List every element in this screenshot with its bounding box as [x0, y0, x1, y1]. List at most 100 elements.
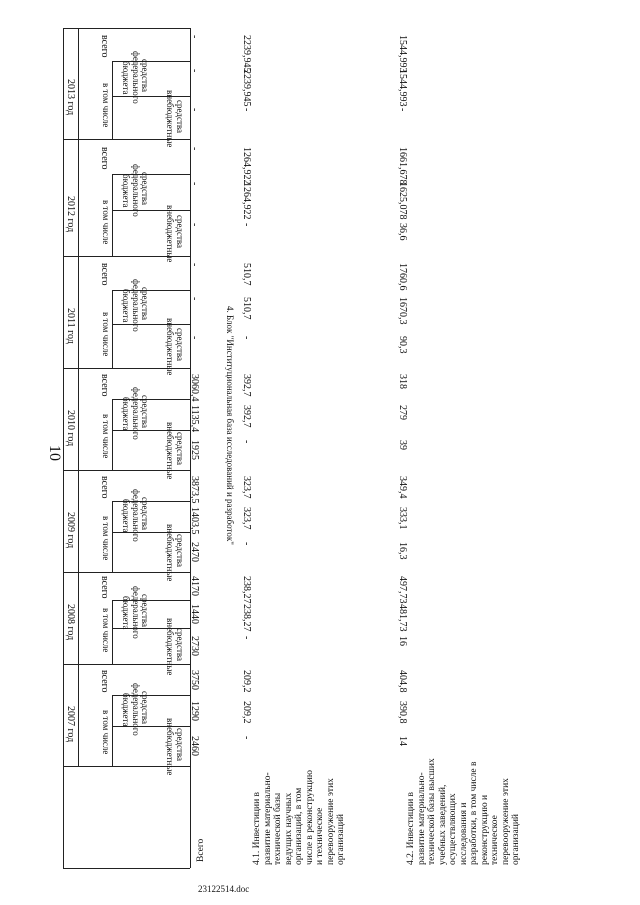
subheader-total: всего — [99, 34, 110, 58]
table-cell: 2239,945 — [241, 34, 252, 73]
table-cell: - — [189, 68, 200, 72]
table-cell: - — [189, 146, 200, 150]
table-cell: 390,8 — [397, 700, 408, 724]
table-cell: 2239,945 — [241, 68, 252, 107]
table-cell: - — [189, 223, 200, 227]
subheader-total: всего — [99, 669, 110, 693]
subheader-in-that: в том числе — [101, 83, 111, 128]
table-cell: 3873,5 — [189, 475, 200, 504]
column-separator — [112, 726, 190, 727]
year-separator — [63, 470, 190, 471]
column-separator — [112, 324, 190, 325]
table-cell: 2470 — [189, 542, 200, 562]
subheader-rule — [112, 501, 113, 572]
subheader-federal-line: федерального — [131, 50, 141, 104]
table-cell: 14 — [397, 736, 408, 746]
year-header: 2011 год — [65, 308, 76, 344]
table-cell: 497,73 — [397, 576, 408, 604]
table-cell: 392,7 — [241, 373, 252, 397]
subheader-federal-line: бюджета — [121, 596, 131, 630]
subheader-extra-line: средства — [175, 328, 185, 362]
table-cell: - — [189, 107, 200, 111]
table-cell: - — [241, 223, 252, 227]
table-cell: 1661,678 — [397, 146, 408, 185]
table-cell: - — [189, 297, 200, 301]
year-header: 2013 год — [65, 79, 76, 116]
subheader-extra-line: внебюджетные — [165, 318, 175, 376]
table-cell: 1670,3 — [397, 297, 408, 325]
year-header-rule — [78, 572, 79, 664]
column-separator — [112, 399, 190, 400]
subheader-federal-line: федерального — [131, 682, 141, 736]
year-header: 2007 год — [65, 706, 76, 743]
subheader-extra-line: средства — [175, 99, 185, 133]
table-cell: 3060,4 — [189, 373, 200, 402]
subheader-federal-line: бюджета — [121, 289, 131, 323]
table-cell: 1625,078 — [397, 182, 408, 220]
subheader-rule — [112, 695, 113, 766]
table-cell: - — [189, 263, 200, 267]
table-cell: 2460 — [189, 736, 200, 756]
table-border-right — [190, 28, 191, 868]
page-number: 10 — [46, 445, 63, 461]
subheader-federal-line: бюджета — [121, 60, 131, 95]
year-header: 2009 год — [65, 512, 76, 549]
row-label-total: Всего — [196, 838, 206, 862]
table-cell: - — [189, 336, 200, 340]
column-separator — [112, 210, 190, 211]
year-header-rule — [78, 256, 79, 368]
year-header: 2012 год — [65, 196, 76, 233]
subheader-extra-line: внебюджетные — [165, 524, 175, 582]
subheader-extra-line: внебюджетные — [165, 422, 175, 480]
table-cell: - — [241, 636, 252, 640]
year-separator — [63, 368, 190, 369]
table-cell: 2730 — [189, 636, 200, 656]
subheader-total: всего — [99, 146, 110, 170]
subheader-extra-line: внебюджетные — [165, 718, 175, 776]
column-separator — [112, 430, 190, 431]
table-cell: 1544,993 — [397, 68, 408, 107]
subheader-rule — [112, 399, 113, 470]
table-cell: - — [241, 736, 252, 740]
row-label-4-1: 4.1. Инвестиции в развитие материально-т… — [252, 770, 346, 865]
year-separator — [63, 766, 190, 767]
subheader-federal-line: бюджета — [121, 396, 131, 431]
subheader-extra-line: средства — [175, 534, 185, 568]
subheader-in-that: в том числе — [101, 312, 111, 357]
subheader-in-that: в том числе — [101, 516, 111, 561]
year-separator — [63, 139, 190, 140]
subheader-federal-line: бюджета — [121, 498, 131, 533]
subheader-in-that: в том числе — [101, 200, 111, 245]
table-border-bottom — [63, 868, 190, 869]
subheader-extra-line: средства — [175, 215, 185, 249]
table-cell: 1264,922 — [241, 182, 252, 220]
year-header-rule — [78, 470, 79, 572]
subheader-federal-line: федерального — [131, 279, 141, 332]
table-cell: 90,3 — [397, 336, 408, 354]
year-separator — [63, 28, 190, 29]
subheader-rule — [112, 174, 113, 256]
row-label-4-2: 4.2. Инвестиции в развитие материально-т… — [406, 758, 521, 865]
subheader-in-that: в том числе — [101, 414, 111, 459]
table-cell: - — [397, 107, 408, 111]
table-cell: 510,7 — [241, 263, 252, 286]
table-cell: 279 — [397, 404, 408, 420]
table-cell: 333,1 — [397, 506, 408, 530]
column-separator — [112, 174, 190, 175]
table-cell: 1925 — [189, 440, 200, 460]
subheader-rule — [112, 290, 113, 368]
subheader-extra-line: средства — [175, 432, 185, 466]
year-header: 2010 год — [65, 410, 76, 447]
subheader-total: всего — [99, 263, 110, 286]
table-border-left — [63, 28, 64, 868]
subheader-rule — [112, 600, 113, 664]
table-cell: 1135,4 — [189, 404, 200, 432]
table-cell: 404,8 — [397, 669, 408, 693]
table-cell: 1290 — [189, 700, 200, 721]
column-separator — [112, 61, 190, 62]
table-cell: - — [241, 336, 252, 340]
table-cell: 3750 — [189, 669, 200, 690]
subheader-extra-line: средства — [175, 728, 185, 762]
table-cell: 4170 — [189, 576, 200, 596]
